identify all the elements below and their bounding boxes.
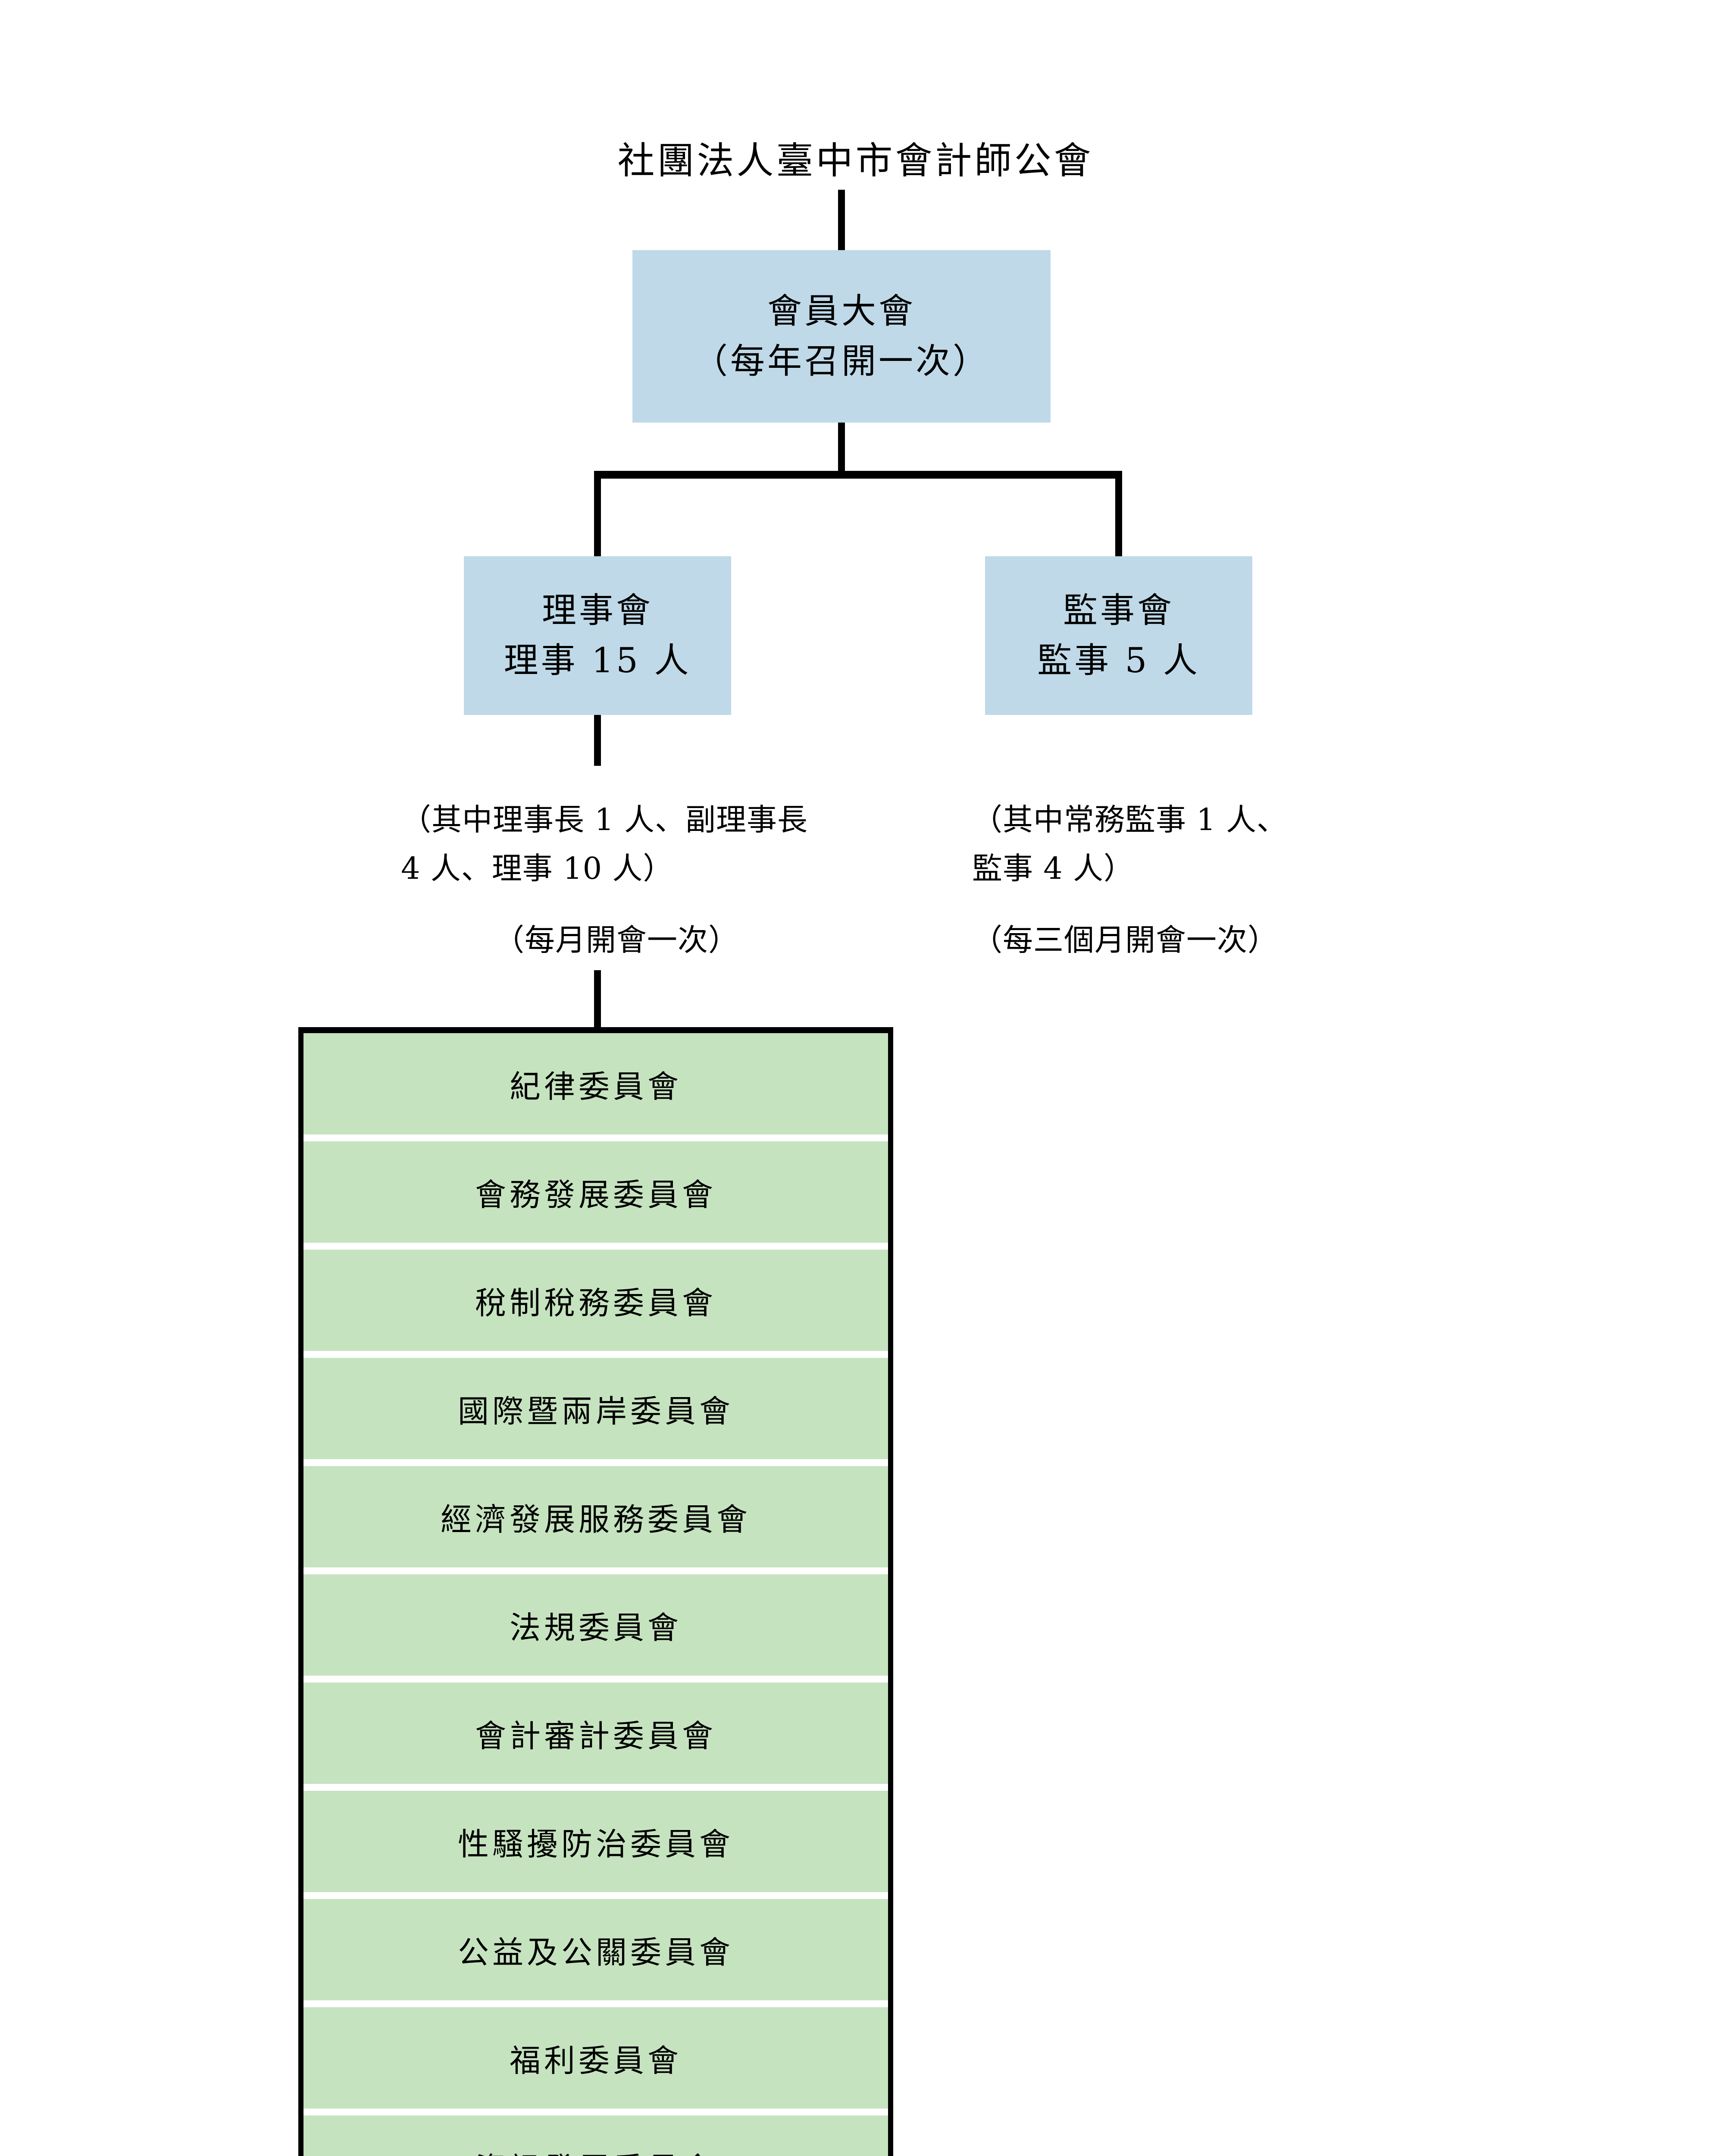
connector-board-down-upper	[594, 715, 601, 766]
connector-title-to-assembly	[838, 190, 845, 250]
committee-item[interactable]: 公益及公關委員會	[303, 1899, 888, 2000]
annotation-supervisors: （其中常務監事 1 人、監事 4 人） （每三個月開會一次）	[972, 796, 1308, 965]
connector-to-supervisors	[1115, 471, 1122, 557]
committee-item[interactable]: 法規委員會	[303, 1574, 888, 1676]
board-title: 理事會	[542, 590, 653, 630]
committee-item[interactable]: 稅制稅務委員會	[303, 1250, 888, 1351]
committee-frame: 紀律委員會 會務發展委員會 稅制稅務委員會 國際暨兩岸委員會 經濟發展服務委員會…	[298, 1027, 893, 2156]
annotation-supervisors-composition: （其中常務監事 1 人、監事 4 人）	[972, 802, 1288, 887]
supervisors-title: 監事會	[1063, 590, 1174, 630]
annotation-supervisors-frequency: （每三個月開會一次）	[972, 922, 1278, 958]
annotation-board-composition: （其中理事長 1 人、副理事長 4 人、理事 10 人）	[401, 802, 808, 887]
board-members: 理事 15 人	[504, 640, 691, 680]
org-title: 社團法人臺中市會計師公會	[617, 139, 1094, 182]
committee-item[interactable]: 紀律委員會	[303, 1033, 888, 1134]
node-board-of-directors[interactable]: 理事會 理事 15 人	[464, 556, 731, 715]
node-assembly[interactable]: 會員大會 （每年召開一次）	[632, 250, 1051, 423]
node-board-of-supervisors[interactable]: 監事會 監事 5 人	[985, 556, 1252, 715]
committee-item[interactable]: 福利委員會	[303, 2007, 888, 2109]
committee-item[interactable]: 性騷擾防治委員會	[303, 1791, 888, 1892]
annotation-board: （其中理事長 1 人、副理事長 4 人、理事 10 人） （每月開會一次）	[401, 796, 832, 965]
annotation-board-frequency: （每月開會一次）	[494, 922, 739, 958]
annotation-spacer	[401, 893, 832, 916]
connector-horizontal-split	[594, 471, 1122, 479]
supervisors-members: 監事 5 人	[1037, 640, 1200, 680]
assembly-frequency: （每年召開一次）	[693, 341, 990, 381]
committee-item[interactable]: 會計審計委員會	[303, 1683, 888, 1784]
connector-to-board	[594, 471, 601, 557]
committee-list: 紀律委員會 會務發展委員會 稅制稅務委員會 國際暨兩岸委員會 經濟發展服務委員會…	[303, 1033, 888, 2156]
committee-item[interactable]: 會務發展委員會	[303, 1141, 888, 1243]
connector-assembly-down	[838, 423, 845, 474]
committee-item[interactable]: 資訊發展委員會	[303, 2115, 888, 2156]
assembly-title: 會員大會	[767, 291, 916, 331]
connector-board-to-committees	[594, 970, 601, 1031]
annotation-spacer	[972, 893, 1308, 916]
committee-item[interactable]: 經濟發展服務委員會	[303, 1466, 888, 1567]
committee-item[interactable]: 國際暨兩岸委員會	[303, 1358, 888, 1459]
